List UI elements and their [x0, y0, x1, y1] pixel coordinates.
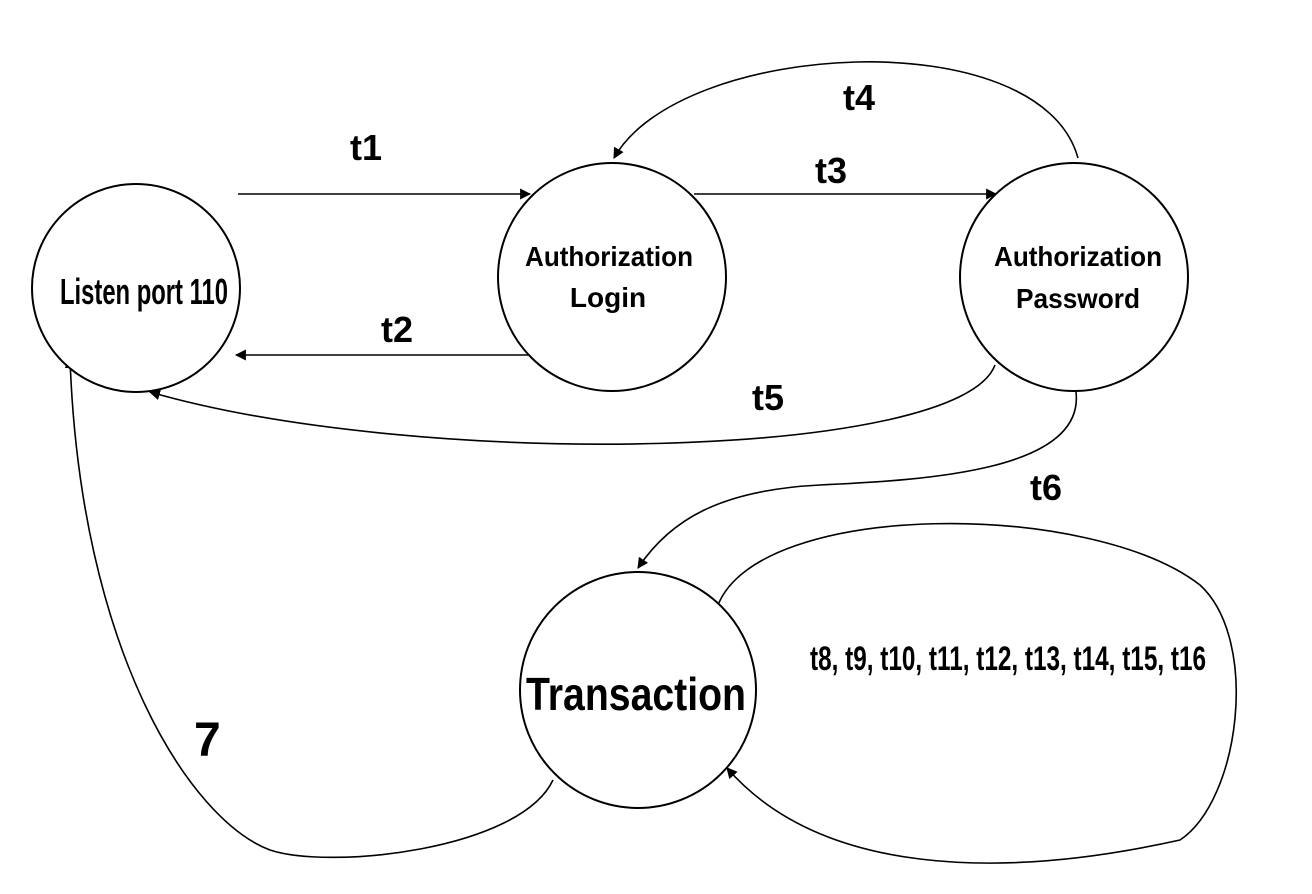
edge-t5	[148, 364, 996, 445]
label-t1: t1	[350, 127, 382, 168]
state-transaction	[519, 571, 757, 809]
edge-loop	[717, 522, 1237, 864]
state-listen-label: Listen port 110	[60, 271, 228, 312]
label-t4: t4	[843, 77, 875, 118]
label-loop: t8, t9, t10, t11, t12, t13, t14, t15, t1…	[810, 640, 1206, 678]
edge-t7	[64, 356, 554, 859]
edge-t4	[613, 61, 1079, 159]
label-t6: t6	[1030, 467, 1062, 508]
label-t7: 7	[194, 714, 221, 767]
edge-t6	[637, 391, 1077, 569]
state-auth-login-line2: Login	[570, 282, 646, 313]
state-authorization-login	[497, 162, 727, 392]
state-auth-password-line2: Password	[1016, 283, 1140, 314]
label-t3: t3	[815, 150, 847, 191]
state-authorization-password	[959, 162, 1189, 392]
label-t2: t2	[381, 309, 413, 350]
state-transaction-label: Transaction	[526, 668, 746, 720]
state-auth-password-line1: Authorization	[994, 241, 1162, 272]
label-t5: t5	[752, 377, 784, 418]
state-auth-login-line1: Authorization	[525, 241, 693, 272]
state-listen-port	[31, 183, 241, 393]
